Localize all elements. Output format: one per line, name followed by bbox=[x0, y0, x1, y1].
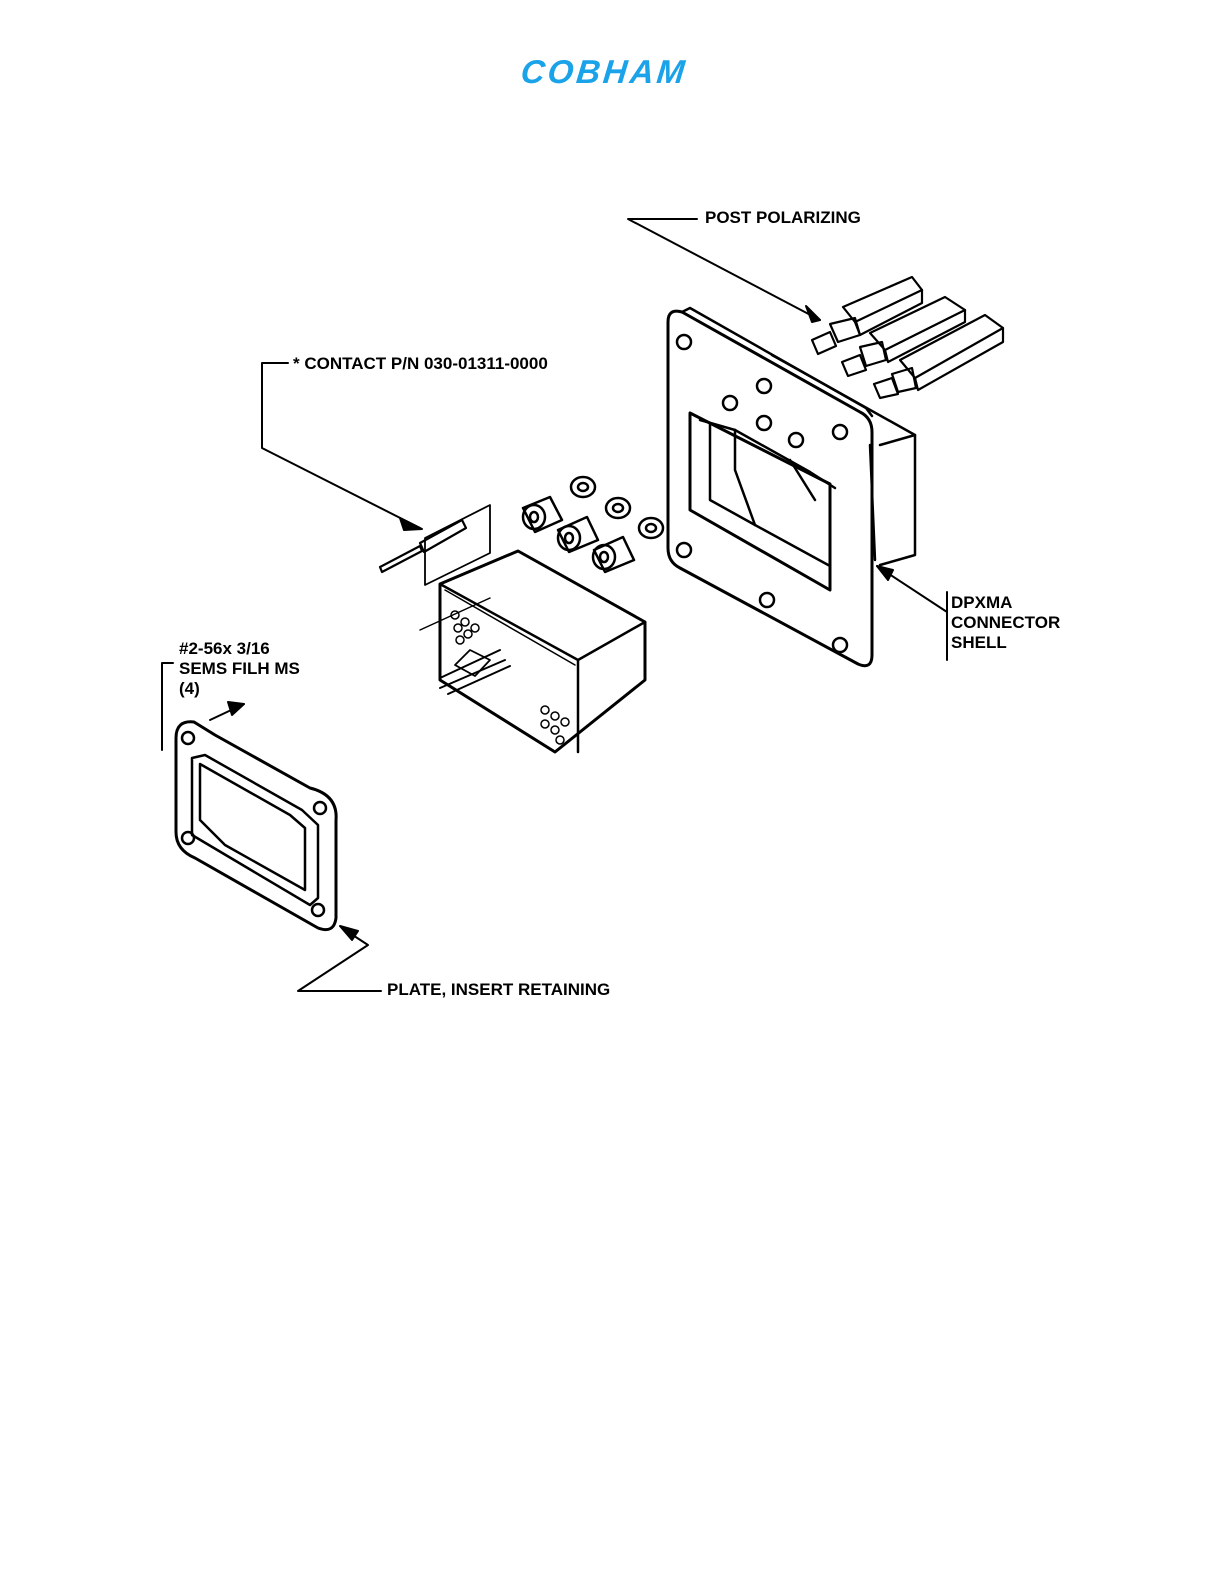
plate-label: PLATE, INSERT RETAINING bbox=[387, 980, 610, 1000]
screw-label-line: #2-56x 3/16 bbox=[179, 639, 300, 659]
retaining-plate-part bbox=[176, 722, 336, 930]
screw-label-line: SEMS FILH MS bbox=[179, 659, 300, 679]
insert-block-part bbox=[440, 551, 645, 752]
contact-pin-part bbox=[380, 520, 466, 572]
contact-pn-label: * CONTACT P/N 030-01311-0000 bbox=[293, 354, 548, 374]
screw-label-line: (4) bbox=[179, 679, 300, 699]
screw-label: #2-56x 3/16 SEMS FILH MS (4) bbox=[179, 639, 300, 699]
post-polarizing-label: POST POLARIZING bbox=[705, 208, 861, 228]
shell-label-line: DPXMA bbox=[951, 593, 1060, 613]
shell-label-line: SHELL bbox=[951, 633, 1060, 653]
polarizing-posts-part bbox=[812, 277, 1003, 398]
washers-bushings-part bbox=[523, 477, 663, 572]
shell-label-line: CONNECTOR bbox=[951, 613, 1060, 633]
connector-shell-label: DPXMA CONNECTOR SHELL bbox=[951, 593, 1060, 653]
